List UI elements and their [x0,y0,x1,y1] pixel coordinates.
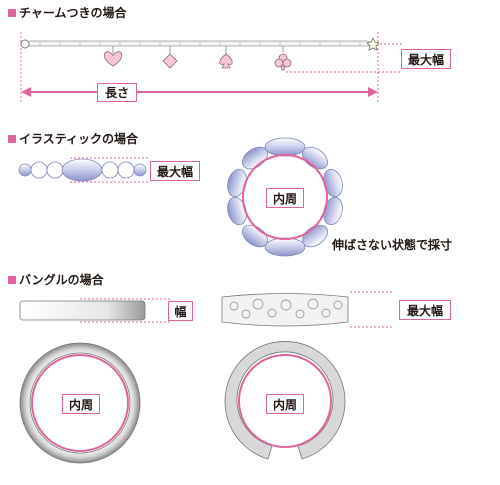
chain [27,40,371,47]
clover-charm [274,53,292,71]
bangle-width-label: 幅 [168,301,193,321]
spade-charm [219,53,233,69]
heart-charm [103,51,123,67]
inner-circumference-bangle-1 [31,354,129,452]
section-title-bangle: バングルの場合 [8,271,104,288]
open-bangle-ring [224,341,346,460]
inner-circumference-elastic [242,154,328,240]
charm-length-label: 長さ [97,83,137,102]
elastic-measure-note: 伸ばさない状態で採寸 [332,238,453,252]
flower-bangle-side-view [221,291,392,328]
charm-bracelet [20,32,402,102]
inner-circumference-bangle-2 [238,354,332,448]
elastic-inner-label: 内周 [266,188,304,208]
bullet-square [8,8,16,17]
clasp-ring [20,39,30,49]
diamond-charm [162,53,178,69]
charm-max-width-label: 最大幅 [401,49,451,69]
bangle-max-width-label: 最大幅 [399,300,451,320]
bullet-square [8,275,16,284]
elastic-ring [227,137,343,257]
star-charm [366,36,380,51]
bangle-side-view [19,298,170,323]
section-title-charm: チャームつきの場合 [8,4,127,21]
bangle-inner-label-2: 内周 [266,394,304,414]
elastic-max-width-label: 最大幅 [150,161,200,181]
bullet-square [8,134,16,143]
bangle-inner-label-1: 内周 [62,394,100,414]
chain-links [39,41,361,46]
section-title-elastic: イラスティックの場合 [8,130,138,147]
elastic-bead-strand [18,157,150,183]
